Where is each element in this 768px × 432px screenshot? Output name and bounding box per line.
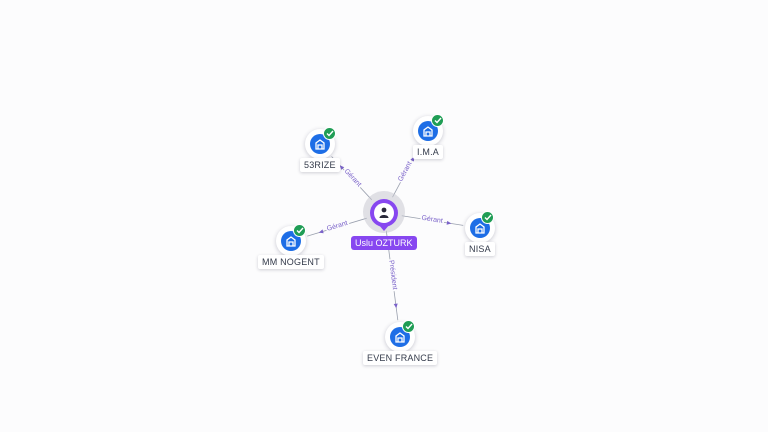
edge-role-label-ima: Gérant (397, 161, 413, 183)
verified-check-icon (431, 114, 444, 127)
edge-role-label-nisa: Gérant (421, 215, 443, 225)
person-name-label: Uslu OZTURK (351, 236, 417, 250)
edge-arrow-icon (318, 229, 324, 234)
company-label-53rize: 53RIZE (300, 158, 340, 172)
company-label-even-france: EVEN FRANCE (363, 351, 438, 365)
company-building-icon (310, 134, 330, 154)
edge-mm-nogent (307, 217, 367, 237)
person-icon (374, 203, 394, 223)
edge-role-label-even-france: Président (387, 260, 398, 290)
company-label-ima: I.M.A (413, 145, 444, 159)
person-pin-tip (378, 224, 390, 231)
edge-arrow-icon (446, 220, 452, 225)
edge-nisa (401, 215, 464, 226)
edge-arrow-icon (339, 165, 345, 170)
verified-check-icon (402, 320, 415, 333)
person-pin (370, 199, 398, 227)
verified-check-icon (293, 224, 306, 237)
edge-role-label-53rize: Gérant (343, 168, 363, 188)
company-label-nisa: NISA (465, 242, 495, 256)
company-label-mm-nogent: MM NOGENT (258, 255, 324, 269)
edge-role-label-mm-nogent: Gérant (326, 220, 349, 233)
company-building-icon (418, 121, 438, 141)
verified-check-icon (323, 127, 336, 140)
edge-arrow-icon (393, 303, 398, 309)
verified-check-icon (481, 211, 494, 224)
